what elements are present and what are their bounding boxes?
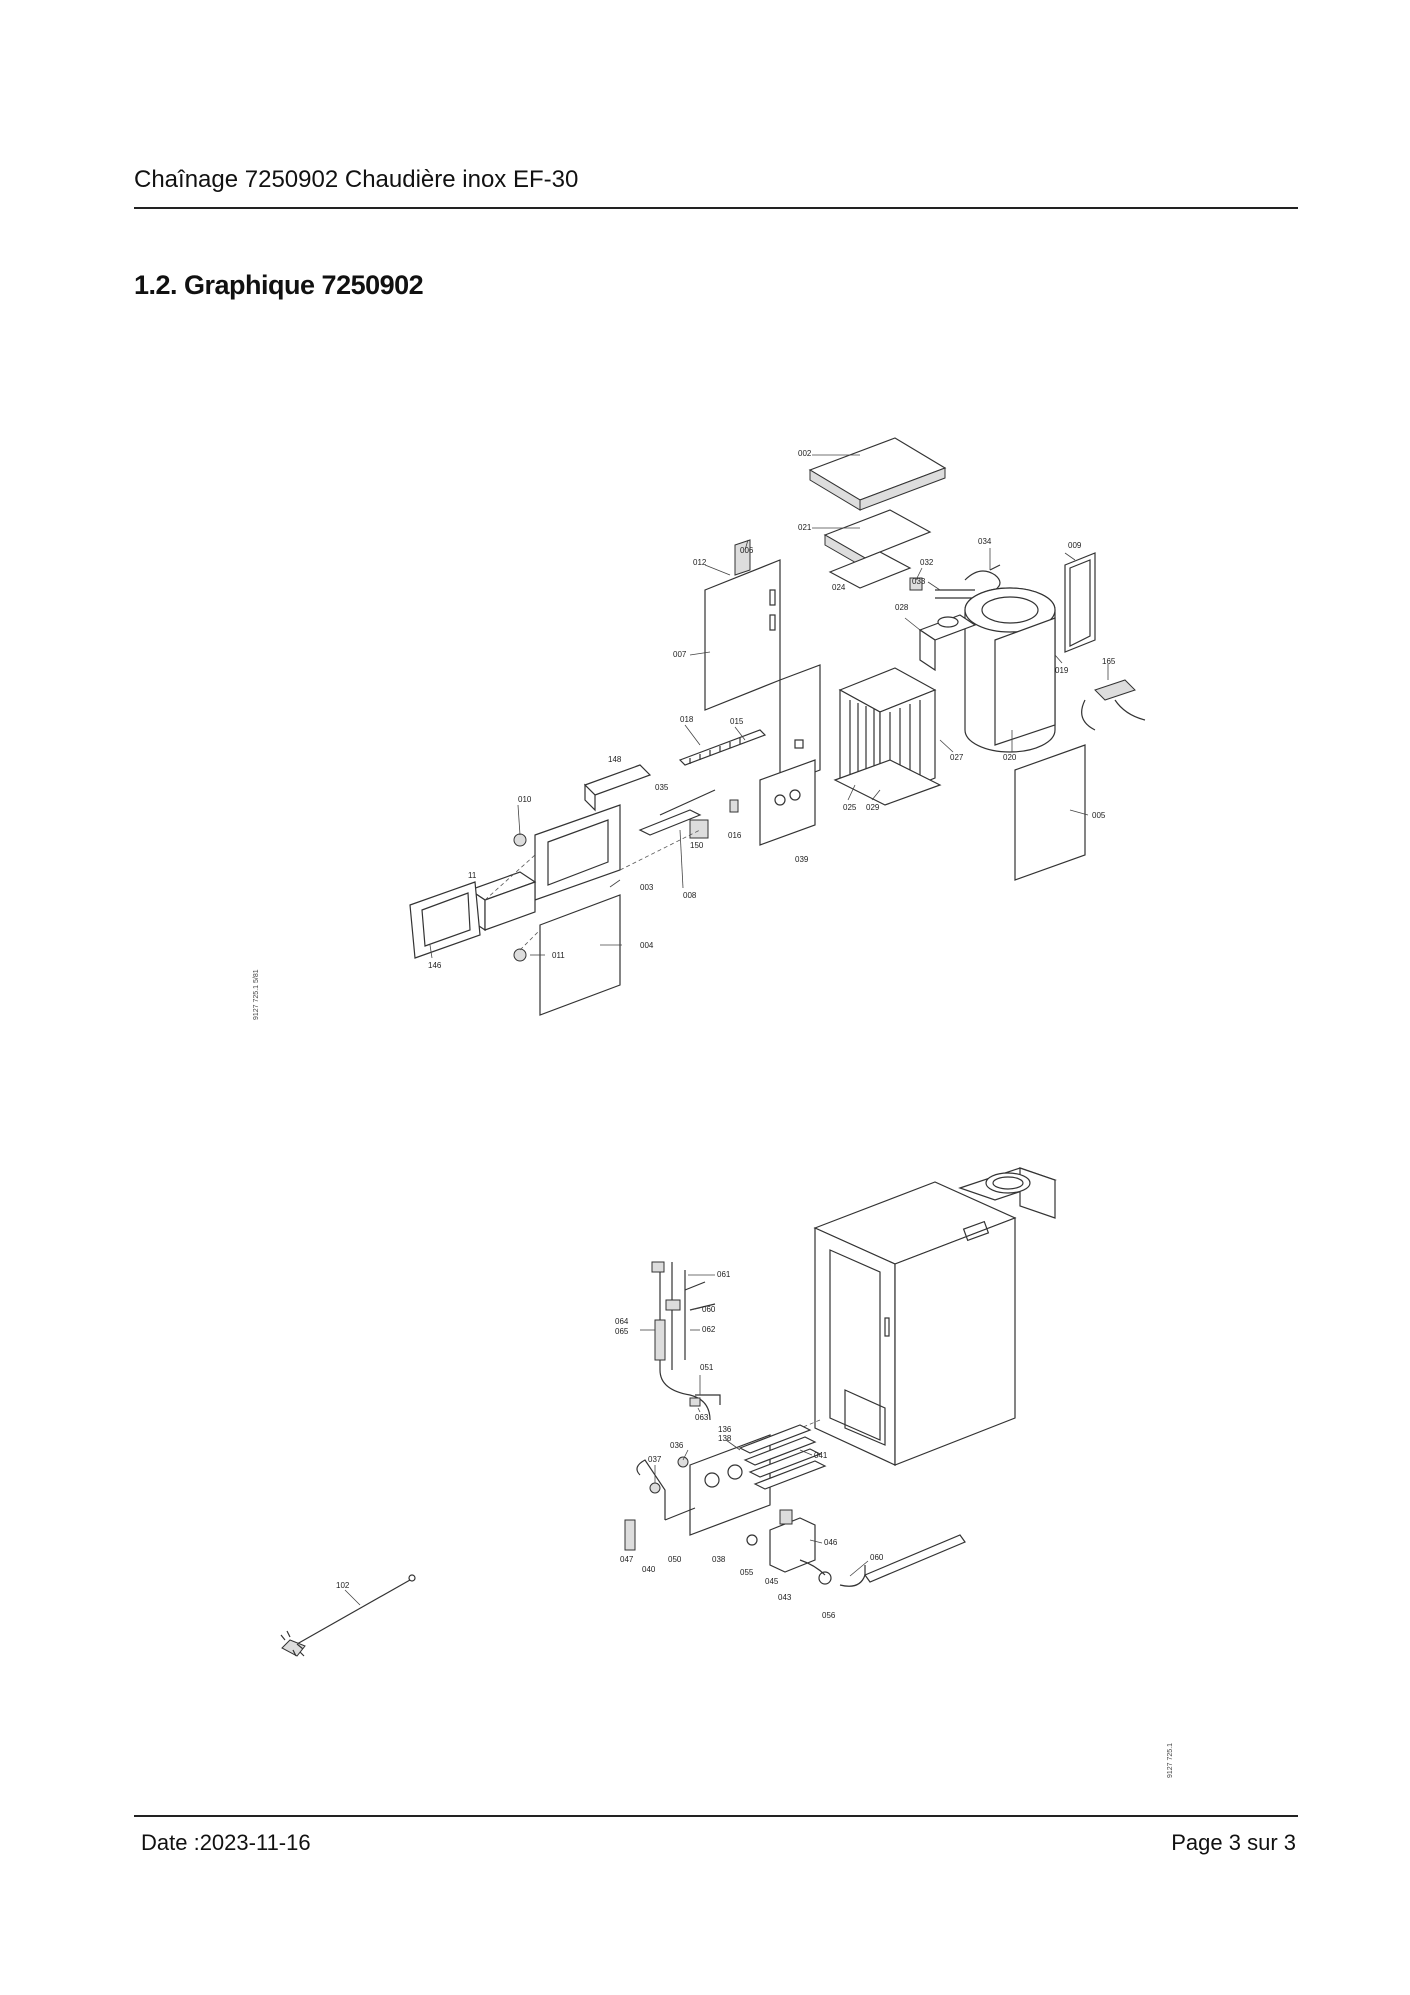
bottom-assembly-view: 061 060 062 064 065 051 063 136 138 036 … [280, 1167, 1174, 1778]
footer-page-number: Page 3 sur 3 [1171, 1830, 1296, 1855]
label-064: 064 [615, 1317, 629, 1326]
label-019: 019 [1055, 666, 1069, 675]
label-055: 055 [740, 1568, 754, 1577]
label-041: 041 [814, 1451, 828, 1460]
label-051: 051 [700, 1363, 714, 1372]
label-138: 138 [718, 1434, 732, 1443]
margin-code-bottom: 9127 725.1 [1167, 1743, 1174, 1778]
label-028: 028 [895, 603, 909, 612]
label-150: 150 [690, 841, 704, 850]
label-047: 047 [620, 1555, 634, 1564]
label-002: 002 [798, 449, 812, 458]
label-036: 036 [670, 1441, 684, 1450]
label-004: 004 [640, 941, 654, 950]
label-060a: 060 [702, 1305, 716, 1314]
label-148: 148 [608, 755, 622, 764]
label-038: 038 [712, 1555, 726, 1564]
label-032: 032 [920, 558, 934, 567]
label-010: 010 [518, 795, 532, 804]
label-061: 061 [717, 1270, 731, 1279]
label-065: 065 [615, 1327, 629, 1336]
label-043: 043 [778, 1593, 792, 1602]
label-033: 033 [912, 577, 926, 586]
label-003: 003 [640, 883, 654, 892]
document-header-title: Chaînage 7250902 Chaudière inox EF-30 [134, 166, 579, 193]
label-050: 050 [668, 1555, 682, 1564]
label-11: 11 [468, 871, 477, 880]
label-029: 029 [866, 803, 880, 812]
label-015: 015 [730, 717, 744, 726]
footer-date: Date :2023-11-16 [141, 1830, 311, 1855]
label-006: 006 [740, 546, 754, 555]
label-035: 035 [655, 783, 669, 792]
label-056: 056 [822, 1611, 836, 1620]
label-062: 062 [702, 1325, 716, 1334]
label-007: 007 [673, 650, 687, 659]
label-146: 146 [428, 961, 442, 970]
label-039: 039 [795, 855, 809, 864]
label-011: 011 [552, 951, 565, 960]
section-title: 1.2. Graphique 7250902 [134, 270, 424, 300]
label-005: 005 [1092, 811, 1106, 820]
label-102: 102 [336, 1581, 350, 1590]
label-045: 045 [765, 1577, 779, 1586]
label-021: 021 [798, 523, 812, 532]
label-027: 027 [950, 753, 964, 762]
label-060b: 060 [870, 1553, 884, 1562]
label-018: 018 [680, 715, 694, 724]
footer-rule [134, 1815, 1298, 1817]
label-024: 024 [832, 583, 846, 592]
label-008: 008 [683, 891, 697, 900]
label-040: 040 [642, 1565, 656, 1574]
label-009: 009 [1068, 541, 1082, 550]
label-020: 020 [1003, 753, 1017, 762]
label-016: 016 [728, 831, 742, 840]
label-012: 012 [693, 558, 707, 567]
label-136: 136 [718, 1425, 732, 1434]
top-exploded-view: 002 021 024 006 012 007 034 032 033 028 … [253, 437, 1146, 1020]
label-037: 037 [648, 1455, 662, 1464]
label-034: 034 [978, 537, 992, 546]
label-063: 063 [695, 1413, 709, 1422]
header-rule [134, 207, 1298, 209]
label-046: 046 [824, 1538, 838, 1547]
label-165: 165 [1102, 657, 1116, 666]
margin-code-top: 9127 725.1 5/81 [253, 969, 260, 1020]
label-025: 025 [843, 803, 857, 812]
